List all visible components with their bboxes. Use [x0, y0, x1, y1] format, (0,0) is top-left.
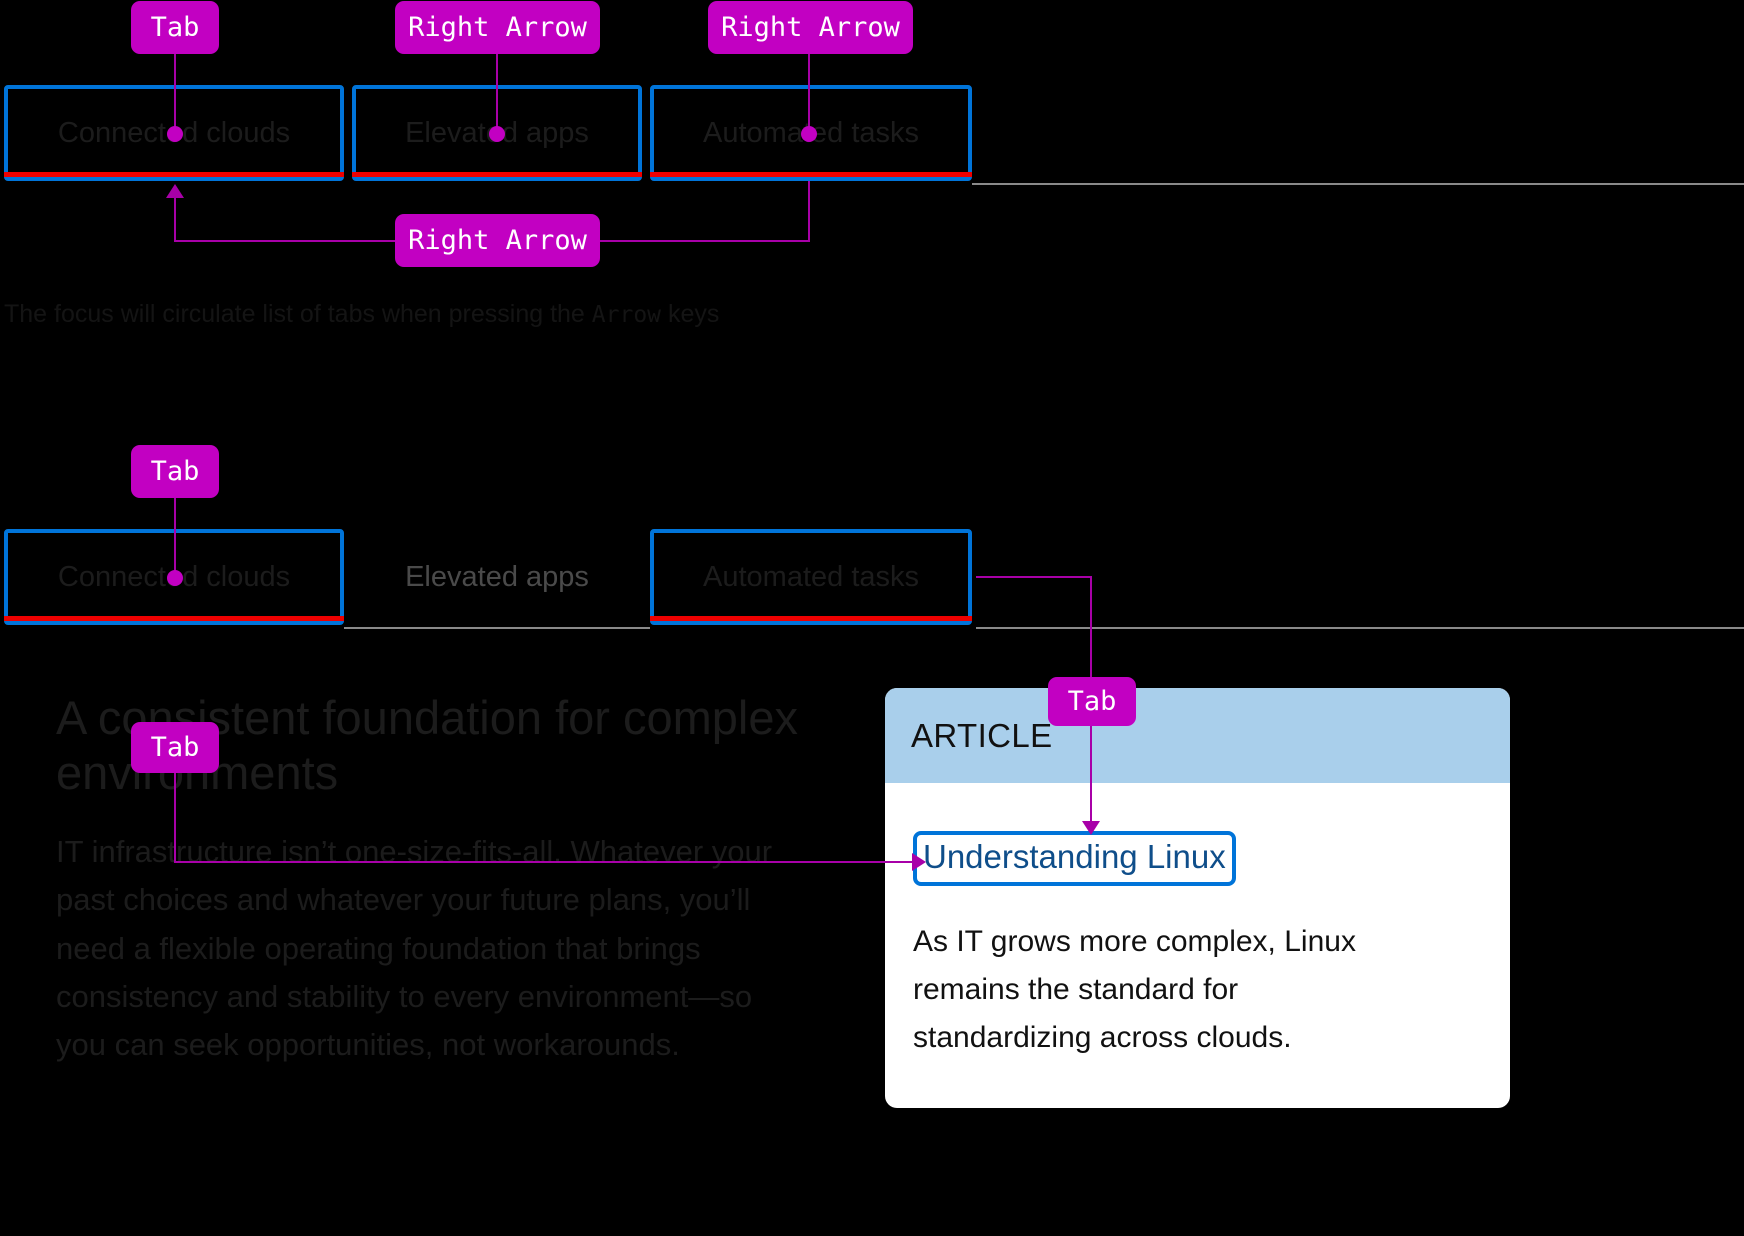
tab-label: Automated tasks — [703, 560, 919, 593]
caption-keyword: Arrow — [591, 302, 662, 328]
hero-body: IT infrastructure isn’t one-size-fits-al… — [56, 834, 773, 1063]
article-summary: As IT grows more complex, Linux remains … — [913, 924, 1356, 1054]
caption-text-before: The focus will circulate list of tabs wh… — [4, 300, 592, 328]
connector-card-vertical-upper — [1090, 576, 1092, 678]
connector-dot-2 — [489, 126, 505, 142]
connector-tab-2 — [174, 498, 176, 580]
key-badge-right-arrow-3: Right Arrow — [395, 214, 600, 267]
article-card-header: ARTICLE — [885, 688, 1510, 783]
connector-tab-1 — [174, 54, 176, 134]
tab-underline — [4, 616, 344, 621]
article-card-body: Understanding Linux As IT grows more com… — [885, 783, 1510, 1082]
tabstrip-divider-s2-left — [344, 627, 650, 629]
connector-dot-4 — [167, 570, 183, 586]
section-one-caption: The focus will circulate list of tabs wh… — [4, 300, 719, 329]
key-badge-tab-4: Tab — [131, 722, 219, 773]
loop-line-bottom-right — [598, 240, 810, 242]
connector-card-arrowhead — [1082, 821, 1100, 835]
tab-underline — [352, 172, 642, 177]
tabstrip-divider-s1 — [972, 183, 1744, 185]
connector-card-horizontal — [976, 576, 1092, 578]
key-badge-right-arrow-2: Right Arrow — [708, 1, 913, 54]
tab-elevated-apps-s2[interactable]: Elevated apps — [352, 529, 642, 625]
tab-underline — [650, 172, 972, 177]
tabstrip-divider-s2-right — [976, 627, 1744, 629]
caption-text-after: keys — [661, 300, 720, 328]
loop-line-bottom-left — [174, 240, 398, 242]
tab-underline — [650, 616, 972, 621]
connector-hero-arrowhead — [912, 853, 926, 871]
article-card[interactable]: ARTICLE Understanding Linux As IT grows … — [885, 688, 1510, 1108]
article-link-understanding-linux[interactable]: Understanding Linux — [913, 831, 1236, 886]
key-badge-tab-3: Tab — [1048, 677, 1136, 726]
connector-card-vertical-lower — [1090, 726, 1092, 824]
connector-hero-vertical — [174, 773, 176, 863]
key-badge-tab-1: Tab — [131, 1, 219, 54]
key-badge-right-arrow-1: Right Arrow — [395, 1, 600, 54]
article-kicker: ARTICLE — [911, 716, 1053, 754]
connector-right-arrow-2 — [808, 54, 810, 134]
loop-arrowhead-up — [166, 184, 184, 198]
tab-underline — [4, 172, 344, 177]
connector-hero-horizontal — [174, 861, 914, 863]
loop-line-left — [174, 197, 176, 241]
tab-automated-tasks-s1[interactable]: Automated tasks — [650, 85, 972, 181]
connector-dot-1 — [167, 126, 183, 142]
tab-label: Elevated apps — [405, 560, 589, 593]
connector-dot-3 — [801, 126, 817, 142]
loop-line-right — [808, 181, 810, 241]
connector-right-arrow-1 — [496, 54, 498, 134]
key-badge-tab-2: Tab — [131, 445, 219, 498]
tab-automated-tasks-s2[interactable]: Automated tasks — [650, 529, 972, 625]
